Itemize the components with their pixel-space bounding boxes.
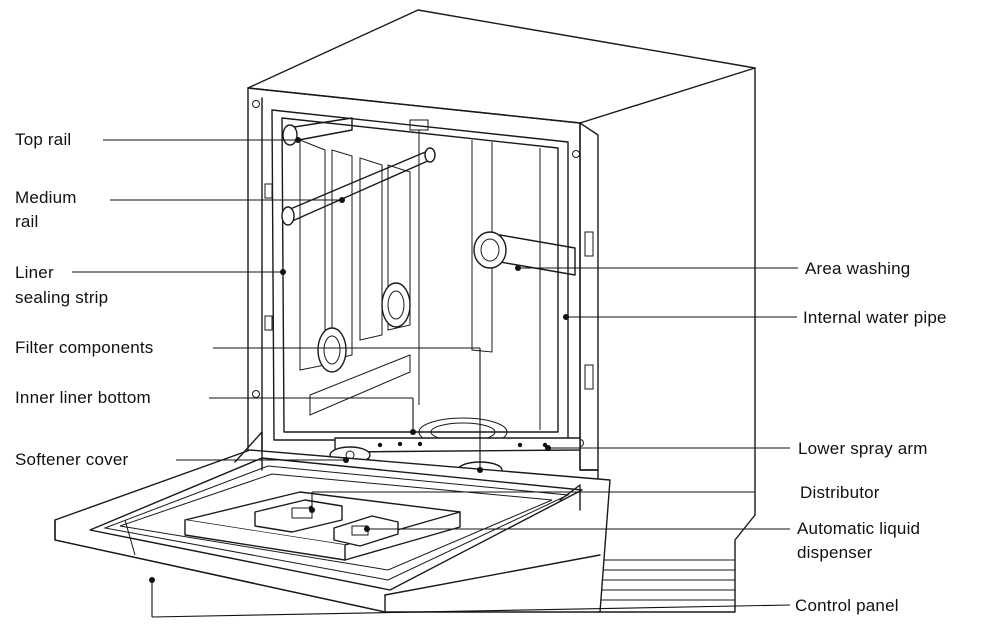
label-medium-rail-line2: rail bbox=[15, 212, 39, 231]
label-liner-sealing-line2: sealing strip bbox=[15, 288, 109, 307]
label-distributor: Distributor bbox=[800, 483, 880, 502]
inner-tub bbox=[264, 109, 576, 441]
label-medium-rail-line1: Medium bbox=[15, 188, 77, 207]
label-automatic-liquid-dispenser-line1: Automatic liquid bbox=[797, 519, 921, 538]
label-control-panel: Control panel bbox=[795, 596, 899, 615]
label-lower-spray-arm: Lower spray arm bbox=[798, 439, 928, 458]
label-area-washing: Area washing bbox=[805, 259, 911, 278]
label-inner-liner-bottom: Inner liner bottom bbox=[15, 388, 151, 407]
label-top-rail: Top rail bbox=[15, 130, 72, 149]
label-liner-sealing-line1: Liner bbox=[15, 263, 54, 282]
label-filter-components: Filter components bbox=[15, 338, 154, 357]
leader-lines bbox=[72, 137, 798, 618]
label-softener-cover: Softener cover bbox=[15, 450, 129, 469]
label-internal-water-pipe: Internal water pipe bbox=[803, 308, 947, 327]
rails bbox=[281, 117, 436, 226]
label-automatic-liquid-dispenser-line2: dispenser bbox=[797, 543, 873, 562]
door bbox=[54, 431, 611, 613]
